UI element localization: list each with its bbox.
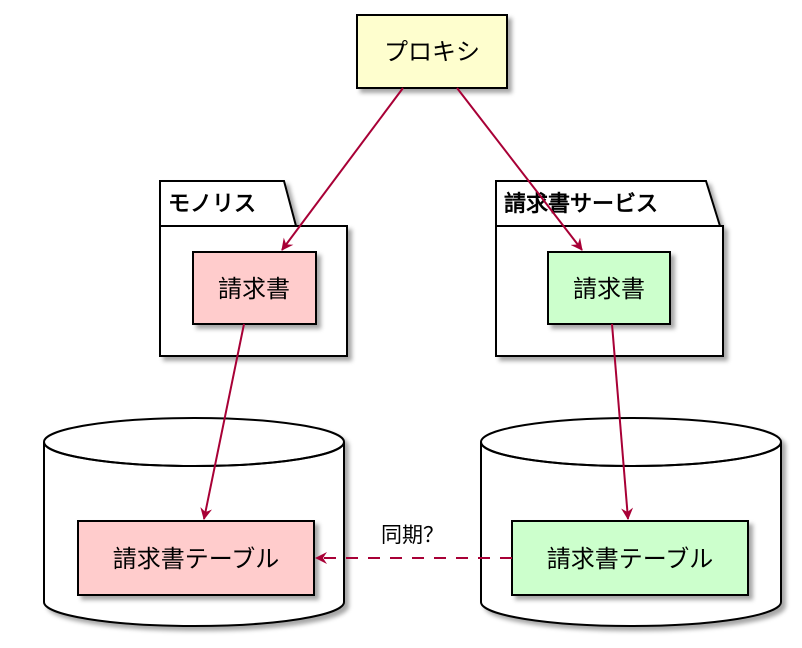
proxy-label: プロキシ xyxy=(384,38,480,66)
sync-edge-label: 同期？ xyxy=(381,523,444,547)
service-invoice-label: 請求書 xyxy=(573,275,645,303)
service-table-label: 請求書テーブル xyxy=(547,545,714,573)
edge-service-invoice-to-table xyxy=(611,323,634,520)
monolith-package-label: モノリス xyxy=(168,192,256,217)
edge-proxy-to-monolith-invoice xyxy=(281,87,404,251)
edge-monolith-invoice-to-table xyxy=(200,323,245,520)
monolith-invoice-node: 請求書 xyxy=(192,251,317,325)
proxy-node: プロキシ xyxy=(356,14,508,89)
monolith-table-node: 請求書テーブル xyxy=(77,520,315,596)
monolith-table-label: 請求書テーブル xyxy=(113,545,280,573)
invoice-service-package-label: 請求書サービス xyxy=(504,191,658,217)
service-table-node: 請求書テーブル xyxy=(511,520,749,596)
edge-proxy-to-service-invoice xyxy=(456,87,583,251)
service-invoice-node: 請求書 xyxy=(547,251,671,325)
monolith-invoice-label: 請求書 xyxy=(218,275,290,303)
